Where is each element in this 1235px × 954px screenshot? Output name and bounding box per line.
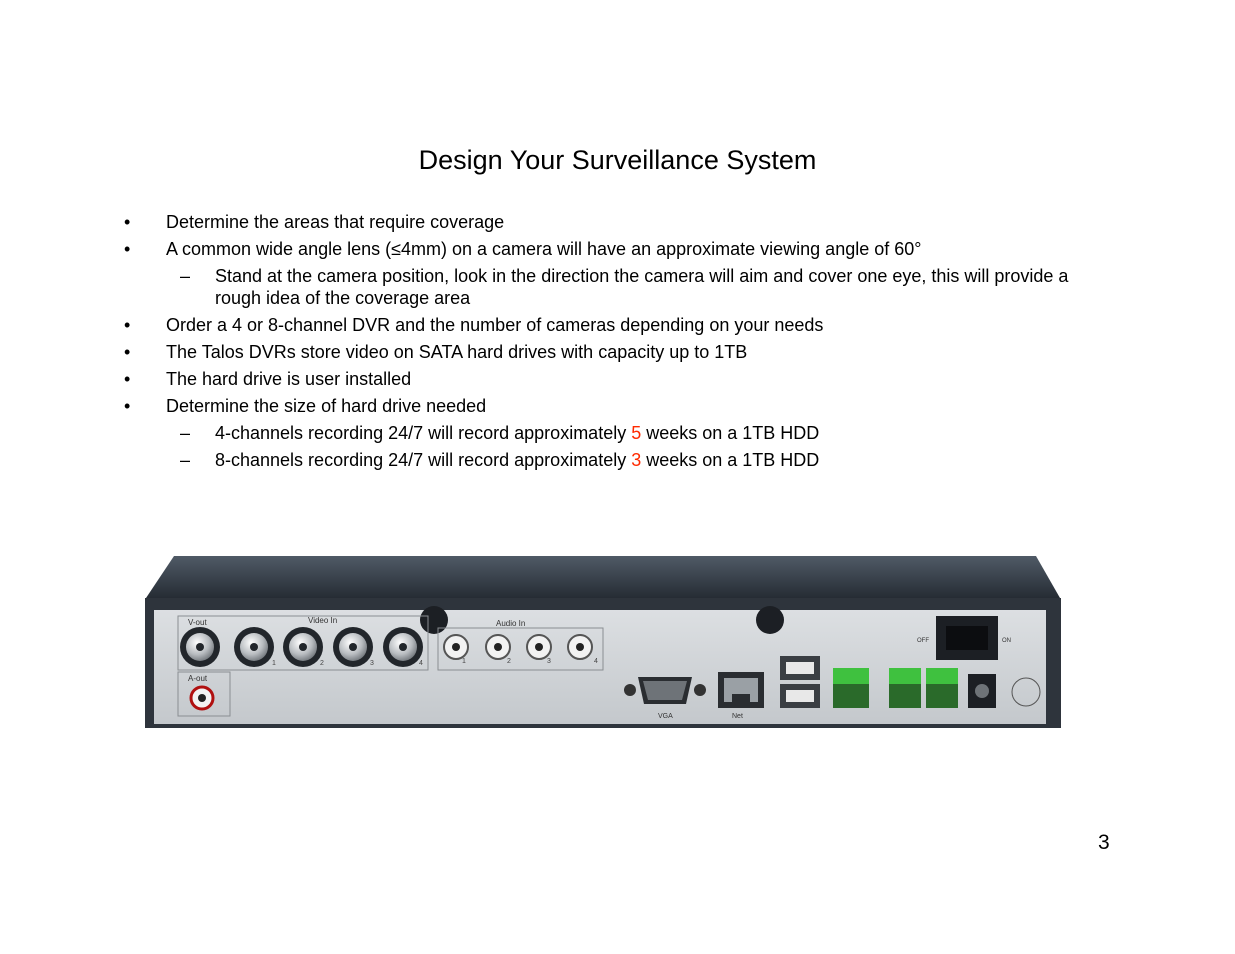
highlight-number: 3 <box>631 450 642 470</box>
terminal-block-icon <box>833 668 958 708</box>
svg-text:2: 2 <box>507 658 511 665</box>
audio-in-label: Audio In <box>496 619 525 628</box>
usb-port-icon <box>780 656 820 708</box>
dash-marker: – <box>180 266 191 286</box>
svg-text:2: 2 <box>320 660 324 667</box>
bullet-marker: • <box>124 315 131 335</box>
svg-text:4: 4 <box>419 660 423 667</box>
bullet-marker: • <box>124 369 131 389</box>
bullet-marker: • <box>124 342 131 362</box>
svg-text:3: 3 <box>370 660 374 667</box>
bullet-text: Determine the size of hard drive needed <box>166 396 487 416</box>
power-switch-icon <box>936 616 998 660</box>
video-in-label: Video In <box>308 616 337 625</box>
bullet-text: The hard drive is user installed <box>166 369 412 389</box>
vga-label: VGA <box>658 713 673 720</box>
brand-logo-icon <box>1011 677 1041 707</box>
slide-title: Design Your Surveillance System <box>418 145 817 175</box>
net-label: Net <box>732 713 743 720</box>
rca-audio-jack-icon <box>443 634 593 660</box>
highlight-number: 5 <box>631 423 642 443</box>
bullet-text: The Talos DVRs store video on SATA hard … <box>166 342 748 362</box>
svg-text:3: 3 <box>547 658 551 665</box>
vout-label: V-out <box>188 618 207 627</box>
bnc-connector-icon <box>180 627 423 667</box>
sub-bullet-text: 4-channels recording 24/7 will record ap… <box>215 423 820 443</box>
mount-screw-icon <box>420 606 784 634</box>
bullet-marker: • <box>124 239 131 259</box>
bullet-text: Determine the areas that require coverag… <box>166 212 505 232</box>
on-label: ON <box>1002 638 1011 644</box>
sub-bullet-text: 8-channels recording 24/7 will record ap… <box>215 450 820 470</box>
rca-audio-out-icon <box>189 685 215 711</box>
off-label: OFF <box>917 638 929 644</box>
dvr-rear-panel-image: V-out Video In 1 2 3 4 Audio In 1 2 3 4 … <box>140 550 1070 735</box>
svg-text:1: 1 <box>272 660 276 667</box>
bullet-text: A common wide angle lens (≤4mm) on a cam… <box>166 239 922 259</box>
ethernet-port-icon <box>718 672 764 708</box>
vga-port-icon <box>624 677 706 704</box>
svg-text:1: 1 <box>462 658 466 665</box>
dash-marker: – <box>180 450 191 470</box>
sub-bullet-text: Stand at the camera position, look in th… <box>215 266 1069 308</box>
dash-marker: – <box>180 423 191 443</box>
bullet-text: Order a 4 or 8-channel DVR and the numbe… <box>166 315 824 335</box>
aout-label: A-out <box>188 674 208 683</box>
bullet-marker: • <box>124 212 131 232</box>
page-number: 3 <box>1098 831 1110 854</box>
svg-text:4: 4 <box>594 658 598 665</box>
bullet-marker: • <box>124 396 131 416</box>
dc-power-jack-icon <box>968 674 996 708</box>
